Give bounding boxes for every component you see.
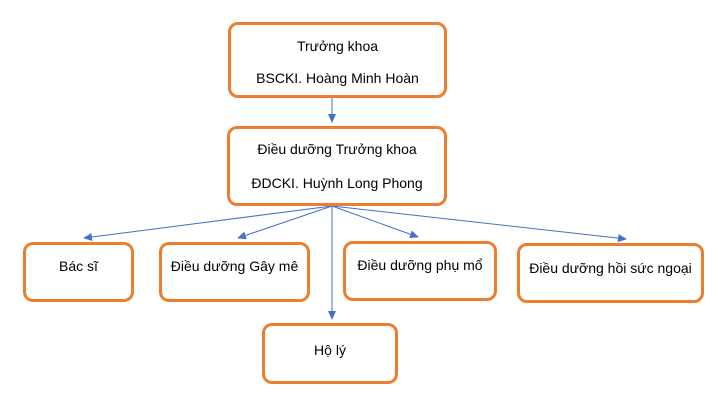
arrow-to-doctors	[83, 205, 333, 241]
arrow-to-anesthesia-nurse	[237, 205, 333, 240]
head-nurse-name: ĐDCKI. Huỳnh Long Phong	[251, 175, 423, 191]
arrow-to-surgical-assistant-nurse	[331, 205, 419, 239]
head-nurse-title: Điều dưỡng Trưởng khoa	[257, 141, 417, 157]
arrow-to-surgical-icu-nurse	[331, 205, 627, 243]
doctors-label: Bác sĩ	[59, 258, 98, 274]
surgical-assistant-nurse-box: Điều dưỡng phụ mổ	[343, 241, 497, 301]
head-of-department-title: Trưởng khoa	[296, 38, 379, 54]
orderly-label: Hộ lý	[314, 342, 346, 358]
anesthesia-nurse-box: Điều dưỡng Gây mê	[159, 242, 310, 302]
head-of-department-name: BSCKI. Hoàng Minh Hoàn	[256, 70, 419, 86]
surgical-icu-nurse-box: Điều dưỡng hồi sức ngoại	[517, 243, 704, 303]
head-nurse-box: Điều dưỡng Trưởng khoa ĐDCKI. Huỳnh Long…	[227, 126, 447, 206]
surgical-icu-nurse-label: Điều dưỡng hồi sức ngoại	[529, 260, 692, 276]
surgical-assistant-nurse-label: Điều dưỡng phụ mổ	[357, 257, 483, 273]
orderly-box: Hộ lý	[262, 323, 398, 384]
head-of-department-box: Trưởng khoa BSCKI. Hoàng Minh Hoàn	[228, 22, 447, 98]
anesthesia-nurse-label: Điều dưỡng Gây mê	[170, 258, 299, 274]
doctors-box: Bác sĩ	[23, 242, 134, 302]
